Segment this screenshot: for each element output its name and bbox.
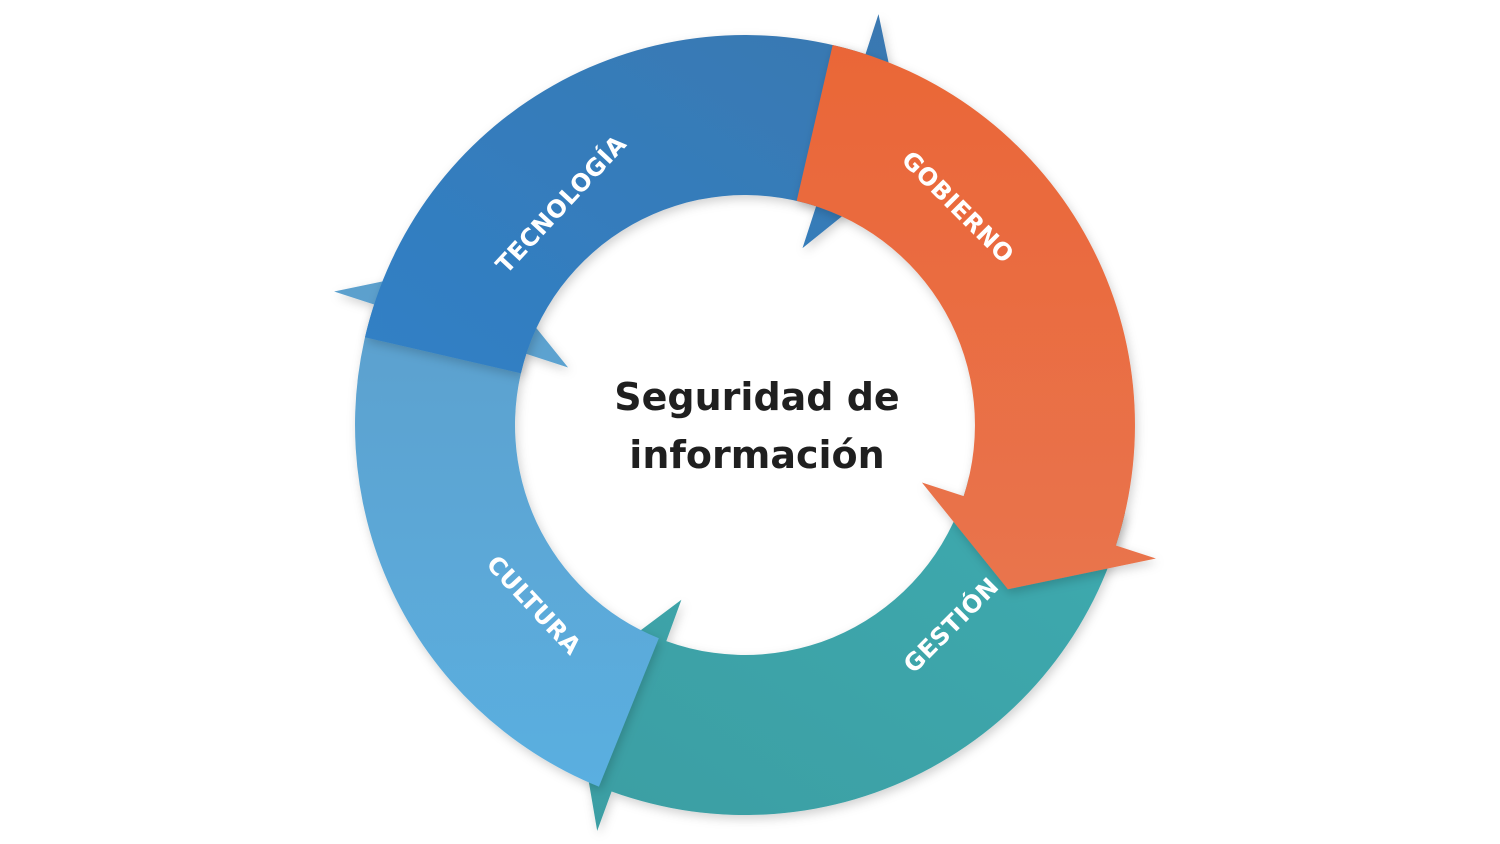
arrow-gestion [571,476,1125,831]
arrow-gobierno [796,45,1156,590]
arrow-tecnologia [365,14,910,374]
center-title-line-1: Seguridad de [614,375,899,419]
arrow-layer [334,14,1156,831]
center-title: Seguridad de información [614,375,899,477]
arrow-cultura [334,260,659,787]
center-title-line-2: información [629,433,884,477]
